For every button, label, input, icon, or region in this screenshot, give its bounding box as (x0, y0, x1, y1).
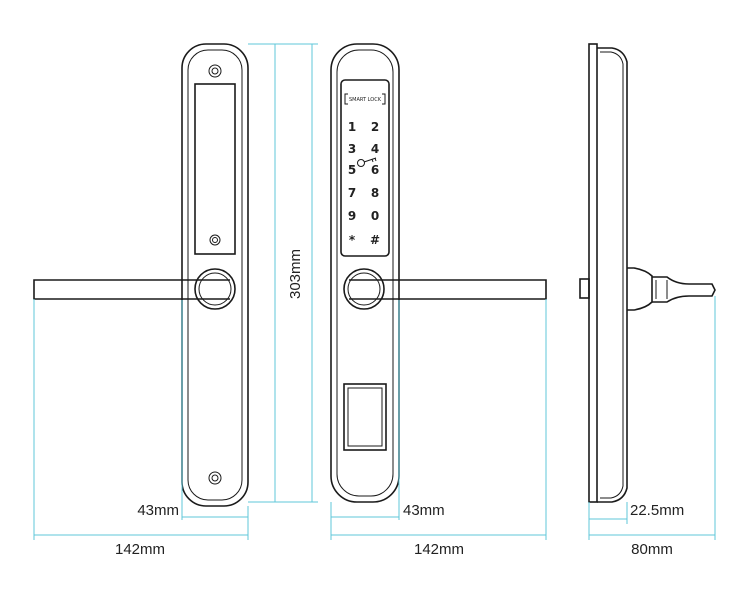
dim-height-label: 303mm (287, 249, 304, 299)
dim-back-width-label: 43mm (403, 502, 445, 519)
left-plate-inner (187, 49, 243, 501)
side-handle-neck (627, 267, 653, 311)
keypad-plate-inner (336, 49, 394, 497)
dim-back-length-label: 142mm (414, 541, 464, 558)
side-handle-bar (652, 276, 716, 303)
left-handle-rosette-inner (198, 272, 232, 306)
key-star: * (349, 233, 356, 247)
side-lock-view (579, 43, 716, 503)
key-8: 8 (371, 186, 379, 200)
key-hash: # (370, 233, 380, 247)
side-backplate (588, 43, 598, 503)
smart-lock-badge-frame (344, 93, 386, 105)
dim-front-length-label: 142mm (115, 541, 165, 558)
left-top-screw (208, 64, 222, 78)
left-top-screw-core (211, 67, 219, 75)
left-lever-handle (33, 279, 230, 300)
fingerprint-sensor (347, 387, 383, 447)
dim-side-thickness-label: 22.5mm (630, 502, 684, 519)
smart-lock-brand: SMART LOCK (349, 97, 382, 103)
left-plate-outer (181, 43, 249, 507)
key-9: 9 (348, 209, 356, 223)
dimension-lines (33, 43, 716, 540)
key-2: 2 (371, 120, 379, 134)
dim-side-depth-label: 80mm (631, 541, 673, 558)
dim-front-width-label: 43mm (137, 502, 179, 519)
left-battery-cover (194, 83, 236, 255)
middle-lever-handle (349, 279, 547, 300)
key-symbol-icon (357, 157, 377, 167)
side-handle-shade (655, 280, 668, 299)
left-cover-screw-core (212, 237, 218, 243)
keypad-plate-outer (330, 43, 400, 503)
key-7: 7 (348, 186, 356, 200)
key-3: 3 (348, 142, 356, 156)
dimension-labels: 303mm 43mm 142mm 43mm 142mm 22.5mm 80mm (115, 249, 684, 558)
side-body-profile (597, 47, 628, 503)
fingerprint-sensor-frame (343, 383, 387, 451)
middle-lock-view: SMART LOCK 1 2 3 4 5 6 7 8 9 0 * # (330, 43, 547, 503)
key-1: 1 (348, 120, 356, 134)
middle-handle-rosette-inner (347, 272, 381, 306)
side-body-inner (600, 51, 624, 499)
keypad-keys: 1 2 3 4 5 6 7 8 9 0 * # (348, 120, 380, 247)
key-4: 4 (371, 142, 379, 156)
left-lock-view (33, 43, 249, 507)
middle-handle-rosette (343, 268, 385, 310)
left-handle-rosette (194, 268, 236, 310)
left-bottom-screw-core (211, 474, 219, 482)
side-spindle-stub (579, 278, 590, 299)
left-cover-screw (209, 234, 221, 246)
key-0: 0 (371, 209, 379, 223)
key-5: 5 (348, 163, 356, 177)
left-bottom-screw (208, 471, 222, 485)
key-6: 6 (371, 163, 379, 177)
keypad-panel (340, 79, 390, 257)
